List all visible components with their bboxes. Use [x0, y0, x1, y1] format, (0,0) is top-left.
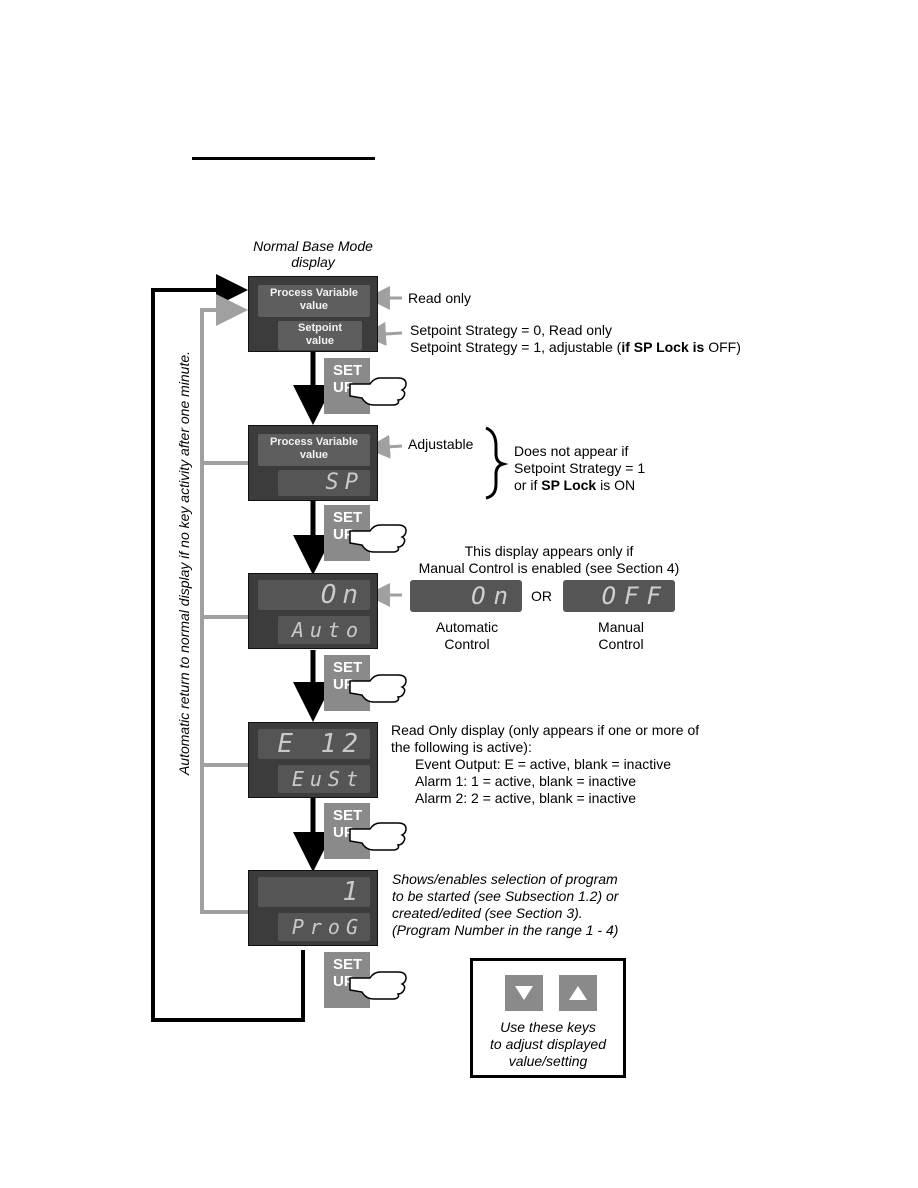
display-panel-normal: Process Variable value Setpoint value	[248, 276, 378, 352]
note-not-appear: Does not appear if Setpoint Strategy = 1…	[514, 443, 645, 494]
setup-label: SET	[333, 807, 363, 824]
setup-label: UP	[333, 526, 354, 543]
display-panel-program: 1 ProG	[248, 870, 378, 946]
note-program-select: Shows/enables selection of program to be…	[392, 871, 618, 939]
setup-label: SET	[333, 659, 363, 676]
prog-2: to be started (see Subsection 1.2) or	[392, 888, 619, 904]
note-event-display: Read Only display (only appears if one o…	[391, 722, 699, 807]
keybox-text: Use these keys to adjust displayed value…	[473, 1019, 623, 1070]
outer-return-line	[151, 274, 305, 1022]
inner-return-line	[200, 294, 248, 914]
setup-label: UP	[333, 379, 354, 396]
event-1: Read Only display (only appears if one o…	[391, 722, 700, 738]
event-5: Alarm 2: 2 = active, blank = inactive	[415, 790, 636, 806]
ss1-pre: Setpoint Strategy = 1, adjustable (	[410, 339, 622, 355]
evst-segment-display: EuSt	[278, 765, 370, 793]
event-3: Event Output: E = active, blank = inacti…	[415, 756, 672, 772]
ss1-splock: SP Lock	[633, 339, 689, 355]
keybox-line-2: to adjust displayed	[490, 1036, 606, 1052]
display-panel-event: E 12 EuSt	[248, 722, 378, 798]
up-arrow-icon	[569, 986, 587, 1000]
sp-label-2: value	[305, 335, 335, 347]
ss1-if: if	[621, 339, 630, 355]
manual-control-label: Manual Control	[574, 619, 668, 653]
ss1-is: is	[692, 339, 705, 355]
setpoint-display: Setpoint value	[278, 321, 362, 350]
pointing-hand-icon	[349, 674, 407, 703]
na3-splock: SP Lock	[541, 477, 597, 493]
up-key-button[interactable]	[559, 975, 597, 1011]
auto-segment-display: Auto	[278, 616, 370, 644]
prog-4: (Program Number in the range 1 - 4)	[392, 922, 619, 938]
man-ctrl-1: Manual	[598, 619, 644, 635]
manual-control-display: OFF	[563, 580, 675, 612]
not-appear-1: Does not appear if	[514, 443, 629, 459]
setup-label: SET	[333, 362, 363, 379]
sp-segment-display: SP	[278, 470, 370, 496]
prog-segment-display: ProG	[278, 913, 370, 941]
setup-label: UP	[333, 676, 354, 693]
pv2-label-2: value	[299, 449, 329, 461]
pv2-label-1: Process Variable	[269, 436, 359, 448]
pointing-hand-icon	[349, 377, 407, 406]
event-2: the following is active):	[391, 739, 532, 755]
manual-1: This display appears only if	[464, 543, 634, 559]
adjust-keys-box: Use these keys to adjust displayed value…	[470, 958, 626, 1078]
title-underline	[192, 157, 375, 160]
pointing-hand-icon	[349, 971, 407, 1000]
automatic-control-display: On	[410, 580, 522, 612]
process-variable-display: Process Variable value	[258, 285, 370, 317]
note-ss-1: Setpoint Strategy = 1, adjustable (if SP…	[410, 339, 741, 356]
caption-line-1: Normal Base Mode	[253, 238, 373, 254]
pointing-hand-icon	[349, 524, 407, 553]
note-ss-0: Setpoint Strategy = 0, Read only	[410, 322, 612, 338]
setup-label: SET	[333, 509, 363, 526]
keybox-line-3: value/setting	[508, 1053, 588, 1069]
note-manual-control: This display appears only if Manual Cont…	[404, 543, 694, 577]
automatic-control-label: Automatic Control	[420, 619, 514, 653]
display-panel-auto: On Auto	[248, 573, 378, 649]
na3-pre: or if	[514, 477, 538, 493]
sp-label-1: Setpoint	[298, 322, 342, 334]
e12-segment-display: E 12	[258, 729, 370, 759]
note-read-only: Read only	[408, 290, 472, 306]
keybox-line-1: Use these keys	[500, 1019, 596, 1035]
setup-label: SET	[333, 956, 363, 973]
process-variable-display-2: Process Variable value	[258, 434, 370, 466]
prog-1: Shows/enables selection of program	[392, 871, 618, 887]
prog-3: created/edited (see Section 3).	[392, 905, 583, 921]
normal-base-mode-caption: Normal Base Mode display	[238, 238, 388, 270]
curly-brace	[485, 426, 509, 500]
auto-return-text: Automatic return to normal display if no…	[176, 350, 192, 776]
note-adjustable: Adjustable	[408, 436, 474, 452]
not-appear-2: Setpoint Strategy = 1	[514, 460, 646, 476]
na3-post: is ON	[600, 477, 636, 493]
display-panel-setpoint: Process Variable value SP	[248, 425, 378, 501]
down-arrow-icon	[515, 986, 533, 1000]
pv-label-2: value	[299, 300, 329, 312]
ss1-post: OFF)	[708, 339, 741, 355]
setup-label: UP	[333, 824, 354, 841]
manual-2: Manual Control is enabled (see Section 4…	[418, 560, 680, 576]
caption-line-2: display	[291, 254, 335, 270]
not-appear-3: or if SP Lock is ON	[514, 477, 645, 494]
pv-label-1: Process Variable	[269, 287, 359, 299]
pointing-hand-icon	[349, 822, 407, 851]
setup-label: UP	[333, 973, 354, 990]
auto-ctrl-2: Control	[444, 636, 490, 652]
auto-ctrl-1: Automatic	[435, 619, 499, 635]
note-setpoint-strategy: Setpoint Strategy = 0, Read only Setpoin…	[410, 322, 741, 356]
or-label: OR	[531, 588, 552, 604]
man-ctrl-2: Control	[598, 636, 644, 652]
program-number-display: 1	[258, 877, 370, 907]
down-key-button[interactable]	[505, 975, 543, 1011]
on-segment-display: On	[258, 580, 370, 610]
event-4: Alarm 1: 1 = active, blank = inactive	[415, 773, 636, 789]
